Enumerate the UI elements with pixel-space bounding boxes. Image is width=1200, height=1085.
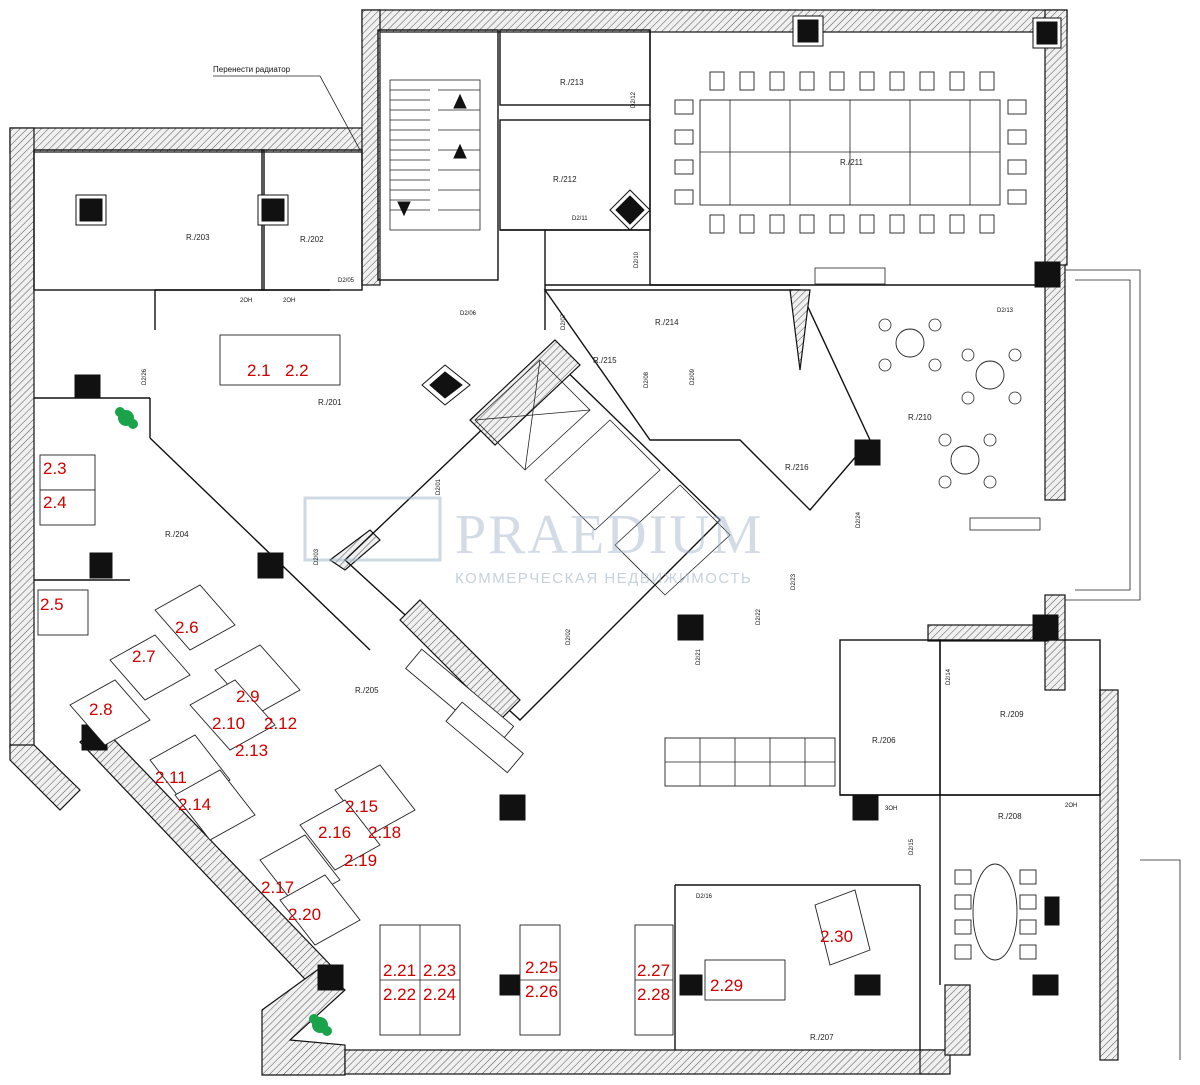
desk-label: 2.26	[525, 982, 558, 1001]
desk-label: 2.6	[175, 618, 199, 637]
room-label-r210: R./210	[908, 413, 932, 422]
room-label-r208: R./208	[998, 812, 1022, 821]
door-tag: D2/26	[142, 368, 148, 385]
interior-walls	[33, 29, 1181, 1060]
watermark-logo-frame	[303, 496, 442, 562]
desk-label: 2.11	[155, 768, 187, 787]
watermark-tagline: КОММЕРЧЕСКАЯ НЕДВИЖИМОСТЬ	[455, 570, 752, 587]
desk-label: 2.23	[423, 961, 456, 980]
watermark: PRAEDIUM КОММЕРЧЕСКАЯ НЕДВИЖИМОСТЬ	[303, 496, 763, 587]
note-leader-line	[213, 75, 361, 151]
desk-label: 2.12	[264, 714, 297, 733]
room-label-r203: R./203	[186, 233, 210, 242]
equipment-tag: 3OH	[885, 806, 897, 812]
oval-table	[954, 863, 1037, 961]
desk-label: 2.18	[368, 823, 401, 842]
desk-label: 2.1	[247, 361, 271, 380]
door-tag: D2/06	[460, 311, 477, 317]
workstations	[37, 334, 871, 1036]
desk-label: 2.4	[43, 493, 67, 512]
equipment-tag: 2OH	[240, 298, 252, 304]
door-tag: D2/10	[634, 251, 640, 268]
desk-label: 2.2	[285, 361, 309, 380]
door-tag: D2/12	[631, 91, 637, 108]
room-label-r212: R./212	[553, 175, 577, 184]
room-label-r214: R./214	[655, 318, 679, 327]
desk-label: 2.21	[383, 961, 416, 980]
door-tag: D2/08	[644, 371, 650, 388]
room-label-r204: R./204	[165, 530, 189, 539]
door-tag: D2/24	[856, 511, 862, 528]
door-tag: D2/07	[561, 313, 567, 330]
plant-icon	[309, 1014, 332, 1036]
room-label-r209: R./209	[1000, 710, 1024, 719]
bench-desks	[664, 737, 836, 787]
door-tag: D2/03	[314, 548, 320, 565]
plant-icon	[115, 407, 138, 429]
equipment-tags: 2OH 2OH 3OH 2OH	[240, 298, 1077, 812]
door-tag: D2/22	[756, 608, 762, 625]
conference-table	[674, 71, 1027, 234]
room-label-r206: R./206	[872, 736, 896, 745]
room-label-r201: R./201	[318, 398, 342, 407]
room-label-r213: R./213	[560, 78, 584, 87]
desk-label: 2.30	[820, 927, 853, 946]
watermark-brand: PRAEDIUM	[455, 504, 763, 566]
desk-labels: 2.1 2.2 2.3 2.4 2.5 2.6 2.7 2.8 2.9 2.10…	[40, 361, 853, 1004]
desk-label: 2.28	[637, 985, 670, 1004]
desk-label: 2.8	[89, 700, 113, 719]
door-tag: D2/23	[791, 573, 797, 590]
door-tag: D2/11	[572, 216, 588, 222]
door-tag: D2/21	[696, 648, 702, 665]
columns	[74, 15, 1062, 996]
desk-label: 2.20	[288, 905, 321, 924]
desk-label: 2.17	[261, 878, 294, 897]
equipment-tag: 2OH	[283, 298, 295, 304]
room-label-r207: R./207	[810, 1033, 834, 1042]
door-tag: D2/01	[436, 478, 442, 495]
room-label-r215: R./215	[593, 356, 617, 365]
desk-label: 2.13	[235, 741, 268, 760]
desk-label: 2.27	[637, 961, 670, 980]
desk-label: 2.15	[345, 797, 378, 816]
desk-label: 2.9	[236, 687, 260, 706]
door-tag: D2/13	[997, 308, 1014, 314]
exterior-walls	[9, 9, 1119, 1076]
room-label-r211: R./211	[840, 158, 864, 167]
desk-label: 2.3	[43, 459, 67, 478]
desk-label: 2.16	[318, 823, 351, 842]
desk-label: 2.29	[710, 976, 743, 995]
desk-label: 2.25	[525, 958, 558, 977]
door-tags: D2/01 D2/02 D2/03 D2/05 D2/06 D2/07 D2/0…	[142, 91, 1014, 900]
room-label-r202: R./202	[300, 235, 324, 244]
desk-label: 2.10	[212, 714, 245, 733]
desk-label: 2.19	[344, 851, 377, 870]
desk-label: 2.22	[383, 985, 416, 1004]
door-tag: D2/16	[696, 894, 713, 900]
door-tag: D2/02	[566, 628, 572, 645]
door-tag: D2/14	[946, 668, 952, 685]
desk-label: 2.14	[178, 795, 211, 814]
door-tag: D2/05	[338, 278, 355, 284]
equipment-tag: 2OH	[1065, 803, 1077, 809]
room-label-r205: R./205	[355, 686, 379, 695]
door-tag: D2/15	[909, 838, 915, 855]
room-label-r216: R./216	[785, 463, 809, 472]
cafe-tables	[878, 318, 1041, 531]
door-tag: D2/09	[690, 368, 696, 385]
desk-label: 2.24	[423, 985, 456, 1004]
desk-label: 2.7	[132, 647, 156, 666]
desk-label: 2.5	[40, 595, 64, 614]
radiator-note: Перенести радиатор	[213, 65, 291, 74]
